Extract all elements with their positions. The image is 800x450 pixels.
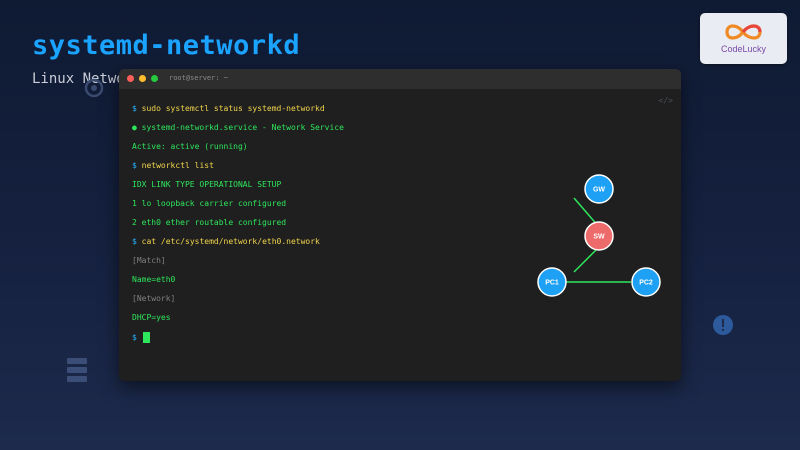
maximize-window-icon[interactable] — [151, 75, 158, 82]
config-section-line: [Network] — [132, 294, 175, 303]
logo-text: CodeLucky — [720, 44, 767, 54]
line-text: Active: active (running) — [132, 142, 248, 151]
output-line: Name=eth0 — [132, 275, 175, 284]
server-stack-icon — [67, 358, 87, 382]
node-gw-label: GW — [593, 187, 605, 194]
network-topology-diagram: GW SW PC1 PC2 — [537, 174, 661, 297]
close-window-icon[interactable] — [127, 75, 134, 82]
node-pc1-label: PC1 — [545, 280, 559, 287]
node-pc1: PC1 — [537, 267, 567, 297]
line-text: ● systemd-networkd.service - Network Ser… — [132, 123, 344, 132]
terminal-cursor[interactable] — [142, 332, 150, 343]
output-line: 1 lo loopback carrier configured — [132, 199, 286, 208]
node-pc2: PC2 — [631, 267, 661, 297]
line-text: [Network] — [132, 294, 176, 303]
infinity-logo-icon — [725, 24, 762, 40]
line-text: 2 eth0 ether routable configured — [132, 218, 287, 227]
output-line: IDX LINK TYPE OPERATIONAL SETUP — [132, 180, 281, 189]
command-line: $ sudo systemctl status systemd-networkd — [132, 104, 325, 113]
line-text: 1 lo loopback carrier configured — [132, 199, 287, 208]
command-text: sudo systemctl status systemd-networkd — [141, 104, 325, 113]
info-icon — [713, 315, 733, 335]
output-line: ● systemd-networkd.service - Network Ser… — [132, 123, 344, 132]
terminal-title-bar[interactable]: root@server: ~ — [119, 69, 681, 89]
prompt-symbol: $ — [132, 333, 137, 342]
config-section-line: [Match] — [132, 256, 166, 265]
node-sw-label: SW — [593, 234, 605, 241]
output-line: Active: active (running) — [132, 142, 248, 151]
command-line: $ networkctl list — [132, 161, 214, 170]
command-text: cat /etc/systemd/network/eth0.network — [141, 237, 320, 246]
prompt-symbol: $ — [132, 104, 137, 113]
output-line: DHCP=yes — [132, 313, 171, 322]
page-title: systemd-networkd — [32, 30, 301, 61]
line-text: IDX LINK TYPE OPERATIONAL SETUP — [132, 180, 282, 189]
node-gw: GW — [584, 174, 614, 204]
output-line: 2 eth0 ether routable configured — [132, 218, 286, 227]
line-text: DHCP=yes — [132, 313, 171, 322]
line-text: Name=eth0 — [132, 275, 176, 284]
terminal-title: root@server: ~ — [169, 74, 229, 82]
minimize-window-icon[interactable] — [139, 75, 146, 82]
command-line: $ cat /etc/systemd/network/eth0.network — [132, 237, 320, 246]
code-icon: </> — [658, 96, 673, 105]
settings-gear-icon — [84, 78, 104, 98]
prompt-symbol: $ — [132, 161, 137, 170]
active-prompt-line[interactable]: $ — [132, 332, 150, 343]
node-pc2-label: PC2 — [639, 280, 653, 287]
line-text: [Match] — [132, 256, 166, 265]
command-text: networkctl list — [141, 161, 214, 170]
terminal-window[interactable]: root@server: ~ </> $ sudo systemctl stat… — [119, 69, 681, 381]
brand-logo: CodeLucky — [700, 13, 787, 64]
link-sw-pc1 — [573, 248, 598, 273]
prompt-symbol: $ — [132, 237, 137, 246]
node-sw: SW — [584, 221, 614, 251]
